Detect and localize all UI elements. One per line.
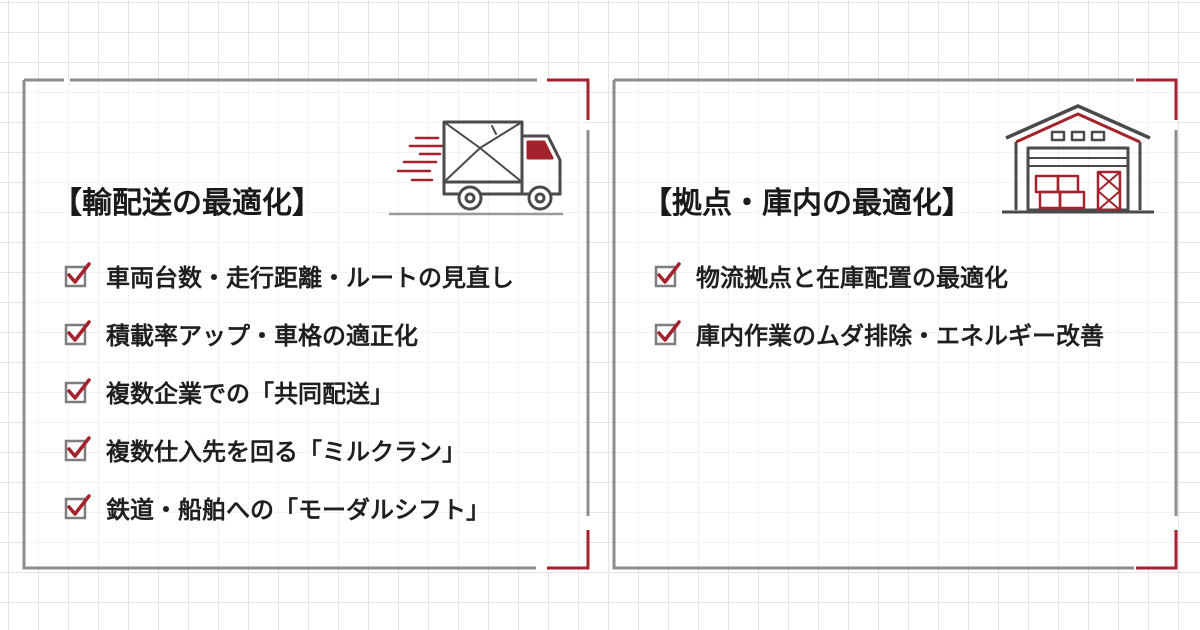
list-item: 物流拠点と在庫配置の最適化 <box>654 246 1104 304</box>
list-item: 鉄道・船舶への「モーダルシフト」 <box>64 478 514 536</box>
panel-title: 【拠点・庫内の最適化】 <box>642 186 972 221</box>
panel-frame <box>612 78 1178 570</box>
delivery-truck-icon <box>388 120 564 216</box>
checkbox-checked-icon <box>64 262 91 288</box>
list-item-label: 物流拠点と在庫配置の最適化 <box>696 263 1008 292</box>
list-item-label: 庫内作業のムダ排除・エネルギー改善 <box>696 321 1104 350</box>
warehouse-icon <box>1002 104 1154 214</box>
list-item-label: 鉄道・船舶への「モーダルシフト」 <box>106 495 490 524</box>
warehouse-optimization-panel: 【拠点・庫内の最適化】 物流拠点と在庫配置の最適化 庫内作業のムダ排除・エネルギ… <box>612 78 1178 570</box>
checkbox-checked-icon <box>654 320 681 346</box>
list-item-label: 複数仕入先を回る「ミルクラン」 <box>106 437 466 466</box>
transport-optimization-panel: 【輸配送の最適化】 車両台数・走行距離・ルートの見直し 積載率アップ・車格の適正… <box>22 78 590 570</box>
checkbox-checked-icon <box>64 436 91 462</box>
checkbox-checked-icon <box>654 262 681 288</box>
list-item-label: 積載率アップ・車格の適正化 <box>106 321 418 350</box>
checklist: 車両台数・走行距離・ルートの見直し 積載率アップ・車格の適正化 複数企業での「共… <box>64 246 514 536</box>
checklist: 物流拠点と在庫配置の最適化 庫内作業のムダ排除・エネルギー改善 <box>654 246 1104 362</box>
checkbox-checked-icon <box>64 494 91 520</box>
panel-frame <box>22 78 590 570</box>
checkbox-checked-icon <box>64 320 91 346</box>
list-item: 庫内作業のムダ排除・エネルギー改善 <box>654 304 1104 362</box>
list-item: 複数企業での「共同配送」 <box>64 362 514 420</box>
list-item-label: 車両台数・走行距離・ルートの見直し <box>106 263 514 292</box>
list-item: 車両台数・走行距離・ルートの見直し <box>64 246 514 304</box>
list-item: 複数仕入先を回る「ミルクラン」 <box>64 420 514 478</box>
checkbox-checked-icon <box>64 378 91 404</box>
panel-title: 【輸配送の最適化】 <box>52 186 322 221</box>
list-item-label: 複数企業での「共同配送」 <box>106 379 394 408</box>
list-item: 積載率アップ・車格の適正化 <box>64 304 514 362</box>
